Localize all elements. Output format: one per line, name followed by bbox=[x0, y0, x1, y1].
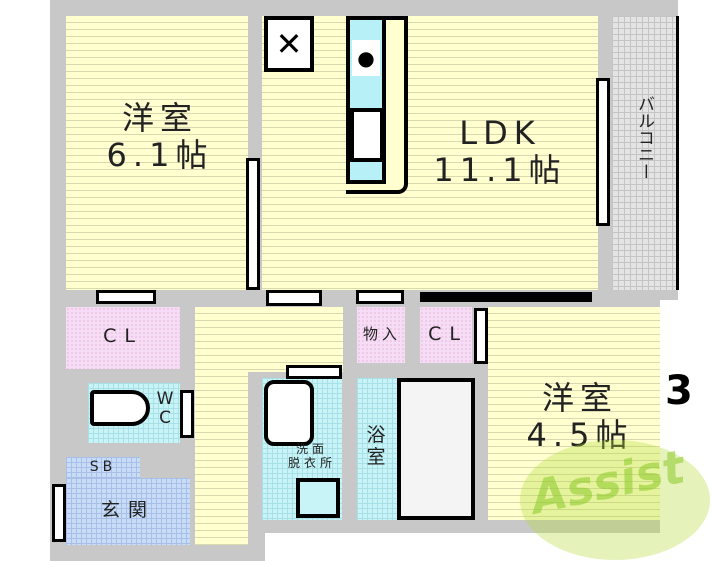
room-size: 6.1帖 bbox=[106, 135, 214, 174]
bathtub bbox=[397, 378, 475, 520]
sliding-door[interactable] bbox=[246, 158, 260, 290]
hallway bbox=[248, 307, 343, 372]
closet-2-label: CL bbox=[428, 323, 468, 345]
western-room-2 bbox=[488, 307, 660, 520]
wc-door[interactable] bbox=[180, 390, 194, 438]
sb-label: SB bbox=[89, 459, 117, 475]
stove-icon: ● bbox=[352, 40, 380, 76]
room-name: 洋室 bbox=[121, 99, 198, 137]
sink-icon bbox=[350, 108, 384, 162]
washbasin-icon bbox=[296, 478, 340, 518]
balcony bbox=[612, 16, 679, 290]
door[interactable] bbox=[266, 290, 322, 306]
bathroom bbox=[357, 378, 397, 520]
watermark-logo bbox=[520, 440, 710, 560]
balcony-label: バルコニー bbox=[634, 95, 654, 180]
ventilation-fan-icon: ✕ bbox=[264, 16, 314, 72]
wall bbox=[50, 545, 265, 561]
entrance bbox=[66, 478, 190, 545]
exterior bbox=[660, 300, 711, 540]
closet-1-label: CL bbox=[103, 325, 143, 347]
washroom-door[interactable] bbox=[286, 365, 342, 379]
room-name: 洋室 bbox=[541, 379, 618, 417]
toilet-icon bbox=[90, 390, 150, 426]
closet-door[interactable] bbox=[96, 290, 156, 304]
storage-door[interactable] bbox=[356, 290, 404, 304]
storage bbox=[357, 307, 405, 363]
sliding-door[interactable] bbox=[420, 292, 592, 302]
ldk-room bbox=[262, 16, 598, 290]
wc-label: WC bbox=[156, 389, 174, 428]
room-name: LDK bbox=[459, 114, 541, 152]
washing-machine-icon bbox=[264, 380, 314, 446]
entrance-label: 玄関 bbox=[100, 499, 155, 521]
room-size: 4.5帖 bbox=[526, 415, 634, 454]
balcony-window[interactable] bbox=[596, 78, 610, 226]
closet-2 bbox=[420, 307, 472, 363]
entrance-door[interactable] bbox=[52, 484, 66, 542]
room-size: 11.1帖 bbox=[433, 150, 567, 189]
storage-label: 物入 bbox=[362, 325, 401, 343]
closet-door[interactable] bbox=[474, 308, 488, 364]
exterior bbox=[265, 533, 711, 561]
bath-label: 浴室 bbox=[366, 424, 386, 468]
hallway bbox=[195, 307, 248, 545]
closet-1 bbox=[66, 307, 180, 369]
western-room-1 bbox=[66, 16, 248, 290]
shoe-box bbox=[66, 457, 140, 478]
north-mark-icon: 3 bbox=[665, 368, 693, 414]
washroom-label: 洗面 脱衣所 bbox=[287, 442, 336, 470]
